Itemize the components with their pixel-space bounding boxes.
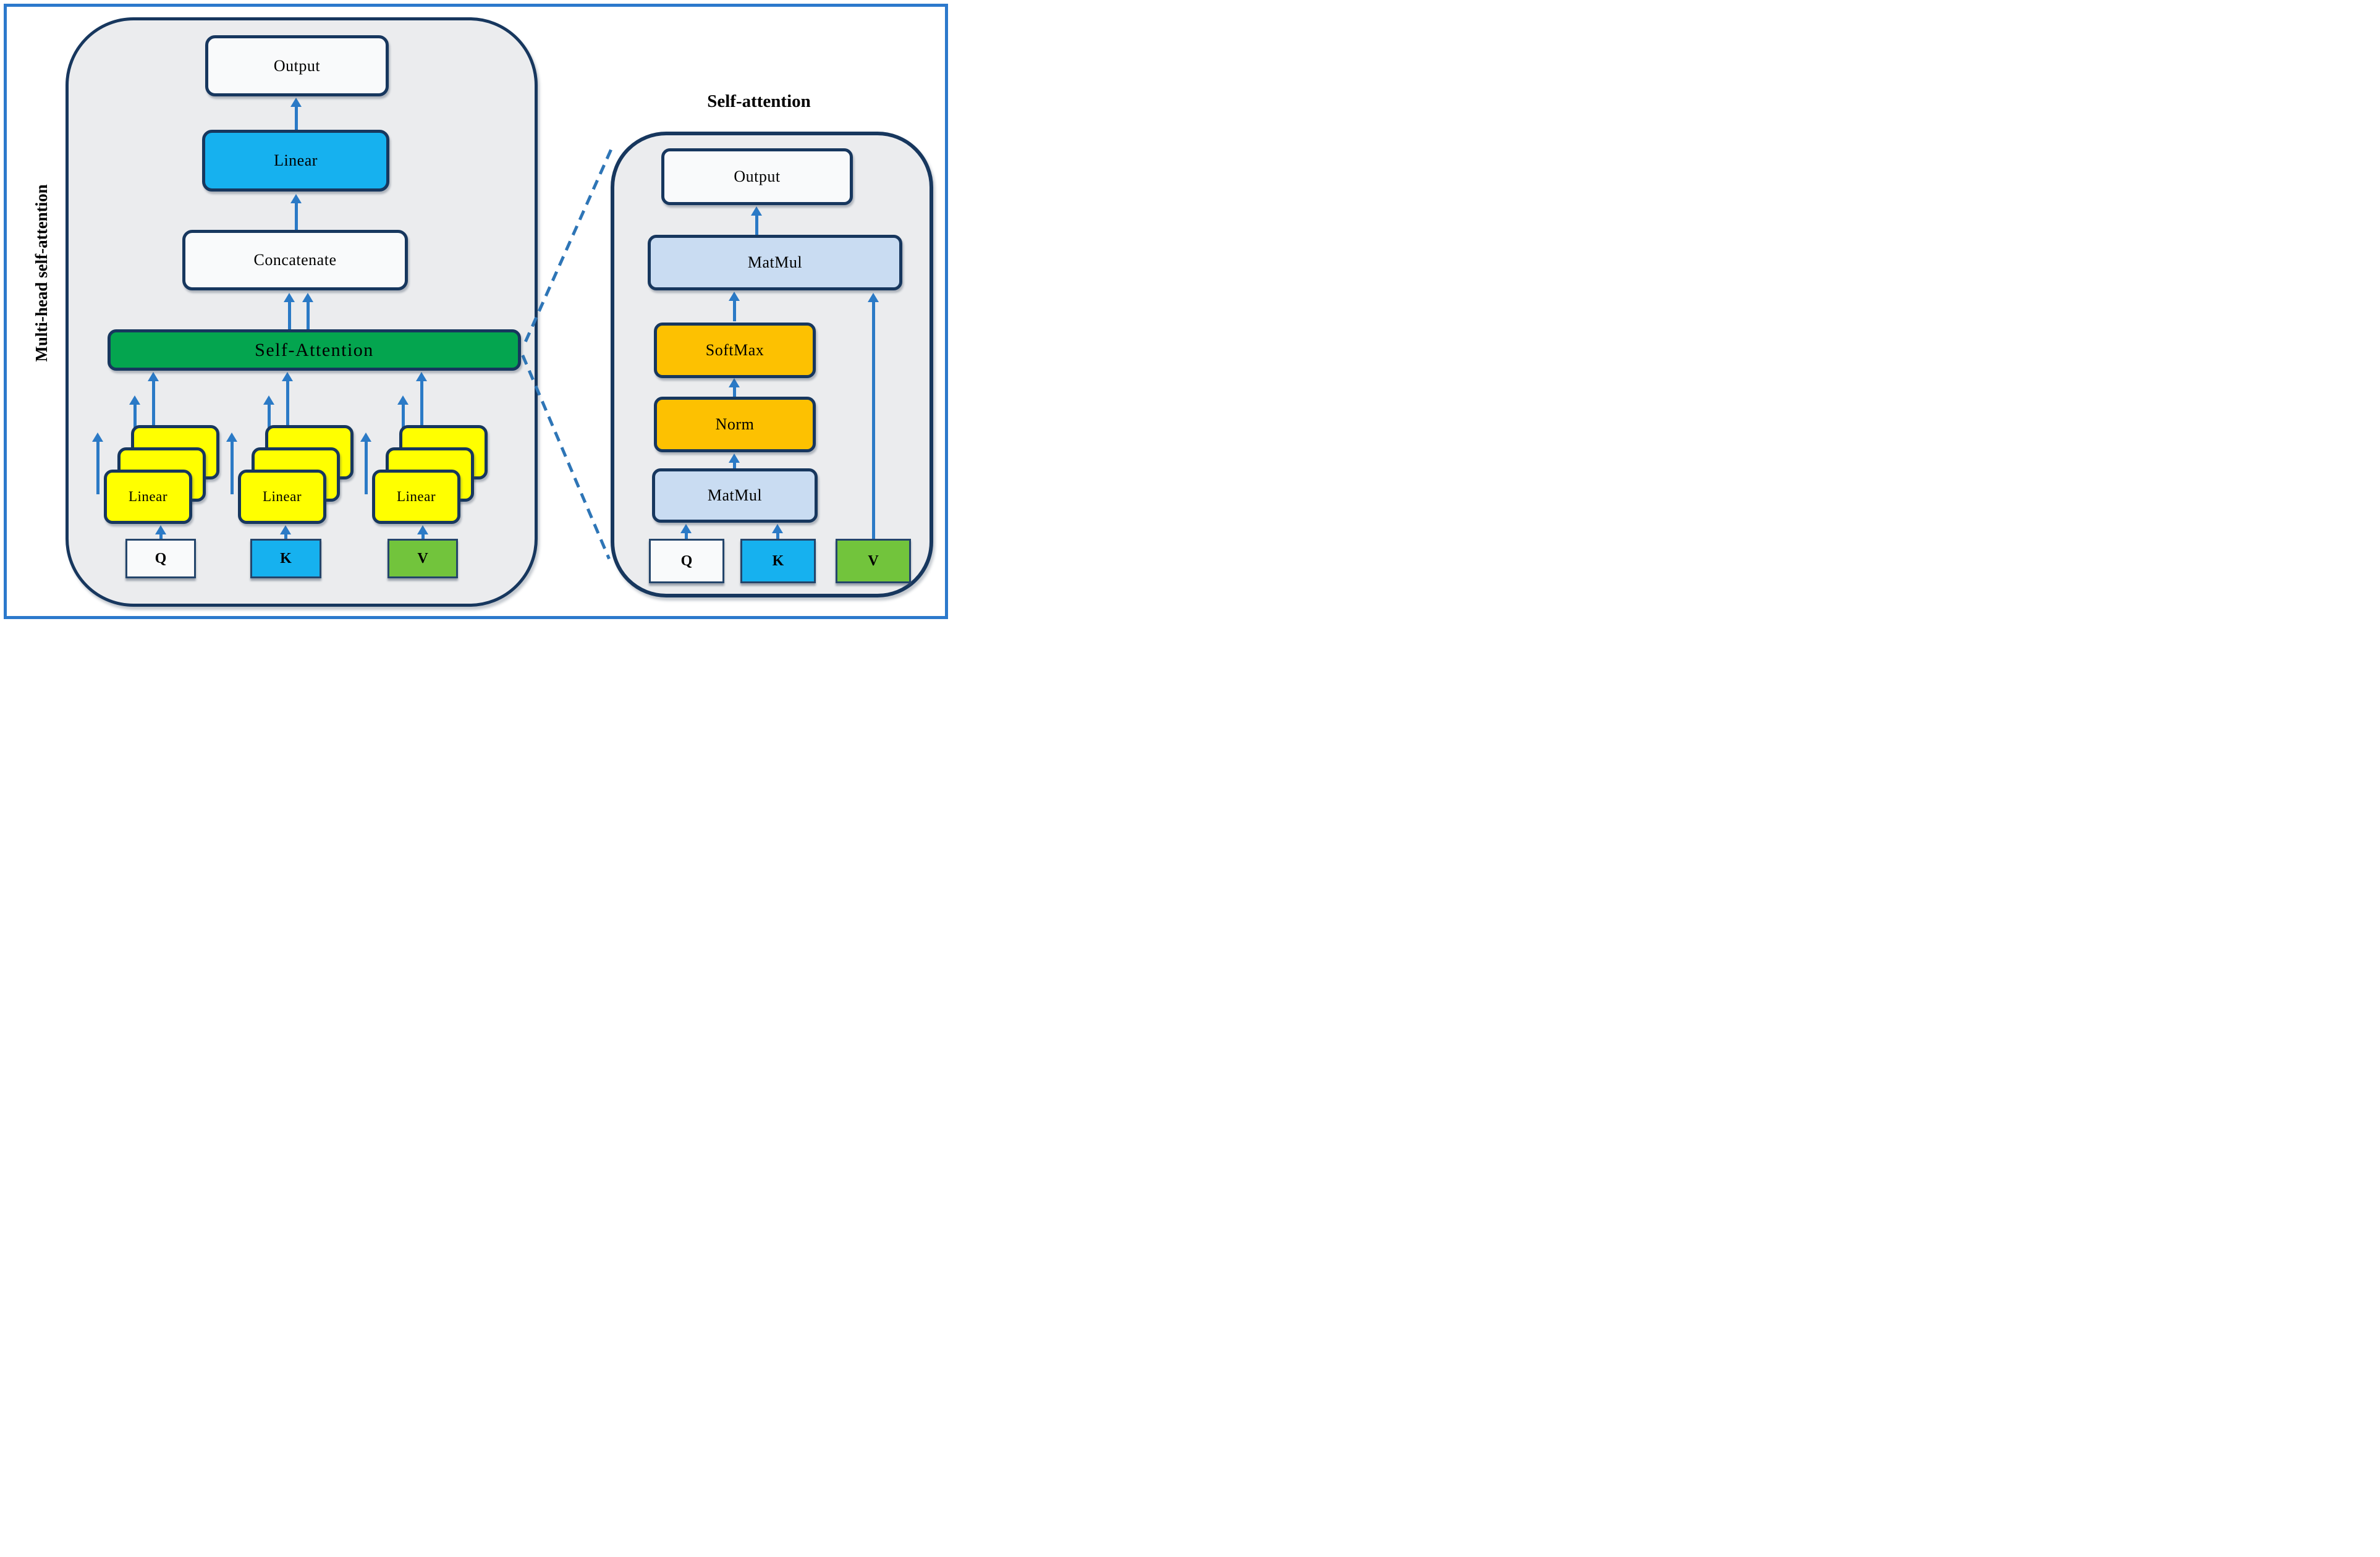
q-box-right: Q — [649, 539, 724, 583]
arrow-q-to-matmul2 — [680, 524, 692, 539]
norm-box: Norm — [654, 397, 816, 452]
arrow-concatenate-to-linear — [290, 194, 302, 230]
q-box-left: Q — [125, 539, 196, 578]
arrow-k-to-stack2 — [280, 525, 291, 540]
k-box-right: K — [740, 539, 816, 583]
arrow-stack1-tall — [148, 372, 159, 425]
v-box-left: V — [387, 539, 458, 578]
linear-stack2-front: Linear — [238, 470, 326, 524]
softmax-box: SoftMax — [654, 323, 816, 378]
linear-box: Linear — [202, 130, 389, 192]
arrow-stack1-short — [92, 432, 103, 494]
linear-stack3-front: Linear — [372, 470, 460, 524]
arrow-linear-to-output — [290, 98, 302, 131]
arrow-stack3-short — [360, 432, 371, 494]
output-box-left: Output — [205, 35, 389, 96]
k-box-left: K — [250, 539, 321, 578]
arrow-stack2-short — [226, 432, 237, 494]
v-box-right: V — [836, 539, 911, 583]
concatenate-box: Concatenate — [182, 230, 408, 290]
diagram-canvas: Multi-head self-attention Output Linear … — [0, 0, 952, 623]
arrow-q-to-stack1 — [155, 525, 166, 540]
output-box-right: Output — [661, 148, 853, 205]
self-attention-bar: Self-Attention — [108, 329, 521, 371]
arrow-k-to-matmul2 — [772, 524, 783, 539]
multi-head-side-label: Multi-head self-attention — [32, 184, 51, 362]
arrow-stack2-tall — [282, 372, 293, 425]
arrow-softmax-to-matmul — [729, 292, 740, 321]
arrow-v-to-stack3 — [417, 525, 428, 540]
arrow-stack3-tall — [416, 372, 427, 425]
arrow-stack1-mid — [129, 395, 140, 447]
matmul-bottom-box: MatMul — [652, 468, 818, 523]
linear-stack1-front: Linear — [104, 470, 192, 524]
arrow-v-to-matmul-top — [868, 293, 879, 539]
arrow-norm-to-softmax — [729, 378, 740, 397]
arrow-selfattention-to-concatenate-1 — [284, 293, 295, 329]
arrow-stack3-mid — [397, 395, 409, 447]
self-attention-title: Self-attention — [707, 91, 811, 111]
matmul-top-box: MatMul — [648, 235, 902, 290]
arrow-selfattention-to-concatenate-2 — [302, 293, 313, 329]
arrow-stack2-mid — [263, 395, 274, 447]
outer-frame — [4, 4, 948, 619]
arrow-matmul-to-output — [751, 206, 762, 235]
arrow-matmul2-to-norm — [729, 454, 740, 468]
